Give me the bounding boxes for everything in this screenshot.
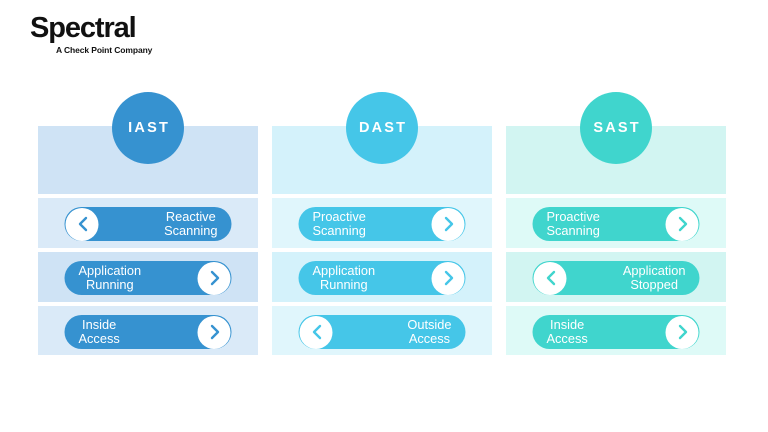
pill-label-dast-2: Application Running — [312, 263, 376, 292]
pill-sast-3[interactable]: Inside Access — [532, 315, 700, 349]
pill-iast-1[interactable]: Reactive Scanning — [64, 207, 232, 241]
band-iast-2: Application Running — [38, 252, 258, 302]
pill-label-iast-3: Inside Access — [78, 317, 120, 346]
pill-label-sast-1: Proactive Scanning — [546, 209, 600, 238]
pill-dast-2[interactable]: Application Running — [298, 261, 466, 295]
brand-logo: Spectral A Check Point Company — [30, 14, 230, 55]
header-title-iast: IAST — [128, 120, 171, 136]
chevron-left-icon — [533, 261, 567, 295]
brand-tagline: A Check Point Company — [56, 45, 153, 55]
chevron-right-icon — [665, 315, 699, 349]
band-sast-1: Proactive Scanning — [506, 198, 726, 248]
chevron-right-icon — [197, 261, 231, 295]
pill-label-iast-2: Application Running — [78, 263, 142, 292]
chevron-left-icon — [299, 315, 333, 349]
band-dast-2: Application Running — [272, 252, 492, 302]
band-iast-1: Reactive Scanning — [38, 198, 258, 248]
header-circle-sast: SAST — [580, 92, 652, 164]
chevron-right-icon — [197, 315, 231, 349]
brand-wordmark: Spectral — [30, 12, 137, 44]
chevron-right-icon — [431, 261, 465, 295]
pill-label-sast-2: Application Stopped — [622, 263, 686, 292]
pill-sast-1[interactable]: Proactive Scanning — [532, 207, 700, 241]
chevron-left-icon — [65, 207, 99, 241]
pill-label-sast-3: Inside Access — [546, 317, 588, 346]
band-dast-3: Outside Access — [272, 306, 492, 355]
pill-iast-2[interactable]: Application Running — [64, 261, 232, 295]
pill-iast-3[interactable]: Inside Access — [64, 315, 232, 349]
band-sast-3: Inside Access — [506, 306, 726, 355]
pill-sast-2[interactable]: Application Stopped — [532, 261, 700, 295]
band-sast-2: Application Stopped — [506, 252, 726, 302]
pill-dast-3[interactable]: Outside Access — [298, 315, 466, 349]
header-title-sast: SAST — [593, 120, 641, 136]
pill-label-iast-1: Reactive Scanning — [164, 209, 218, 238]
pill-label-dast-3: Outside Access — [407, 317, 452, 346]
pill-dast-1[interactable]: Proactive Scanning — [298, 207, 466, 241]
chevron-right-icon — [665, 207, 699, 241]
pill-label-dast-1: Proactive Scanning — [312, 209, 366, 238]
chevron-right-icon — [431, 207, 465, 241]
header-title-dast: DAST — [358, 120, 408, 136]
header-circle-iast: IAST — [112, 92, 184, 164]
header-circle-dast: DAST — [346, 92, 418, 164]
band-dast-1: Proactive Scanning — [272, 198, 492, 248]
band-iast-3: Inside Access — [38, 306, 258, 355]
